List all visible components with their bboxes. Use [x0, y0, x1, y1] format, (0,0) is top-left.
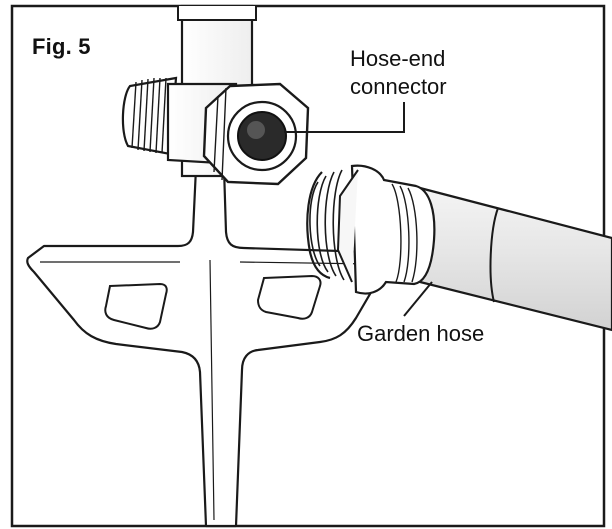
hose-leader-line — [403, 281, 433, 317]
knurled-knob — [121, 76, 178, 156]
hose-coupling — [306, 164, 436, 295]
hose-end-connector — [202, 82, 310, 186]
base-window-left — [104, 282, 168, 330]
hose-band — [489, 207, 499, 303]
hose-callout-label: Garden hose — [357, 321, 485, 346]
base-window-right — [256, 274, 322, 320]
connector-callout-label: Hose-end connector — [350, 46, 447, 99]
riser-top-cap — [177, 6, 257, 21]
sprinkler-base — [26, 166, 388, 528]
figure-title: Fig. 5 — [32, 34, 91, 59]
connector-leader-line — [284, 102, 405, 133]
